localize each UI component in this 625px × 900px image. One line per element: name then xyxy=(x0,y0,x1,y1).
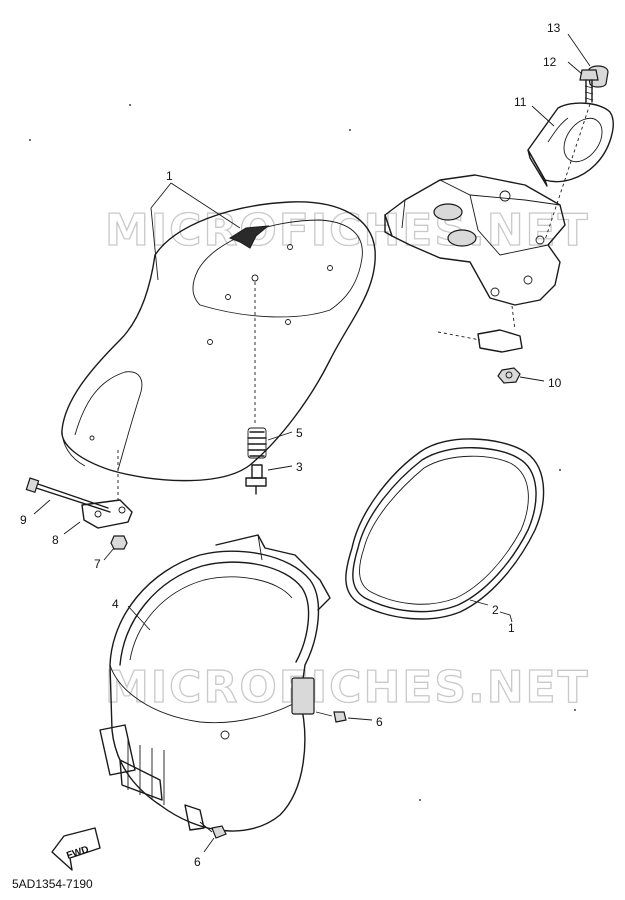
callout-13: 13 xyxy=(547,21,561,35)
leader-6-lower xyxy=(203,837,215,853)
callout-2-sub: 1 xyxy=(508,621,515,635)
leader-3 xyxy=(267,465,293,471)
watermark-bottom: MICROFICHES.NET xyxy=(105,662,590,713)
callout-3: 3 xyxy=(296,460,303,474)
callout-10: 10 xyxy=(548,376,562,390)
seat xyxy=(61,201,376,482)
leader-4 xyxy=(267,431,293,441)
screw-6-lower xyxy=(199,821,227,839)
damper xyxy=(245,464,267,495)
leader-1 xyxy=(150,182,241,281)
spring xyxy=(247,427,267,459)
leader-13 xyxy=(567,33,591,67)
bracket-2-1 xyxy=(499,611,513,623)
seal-ring xyxy=(345,438,545,620)
bolt-12 xyxy=(579,69,599,103)
leader-11 xyxy=(531,105,555,127)
callout-11: 11 xyxy=(514,95,527,109)
leader-12 xyxy=(567,61,583,75)
callout-1: 1 xyxy=(166,169,173,183)
leader-6-upper xyxy=(347,717,373,721)
lock-cable xyxy=(437,305,523,353)
leader-7 xyxy=(103,547,115,561)
nut-10 xyxy=(497,367,521,384)
callout-8: 8 xyxy=(52,533,59,547)
callout-9: 9 xyxy=(20,513,27,527)
scan-dust xyxy=(29,104,576,801)
hinge-nut xyxy=(110,535,128,550)
watermark-top: MICROFICHES.NET xyxy=(105,205,590,256)
leader-10 xyxy=(519,376,545,382)
leader-9 xyxy=(33,499,51,515)
callout-6-upper: 6 xyxy=(376,715,383,729)
callout-12: 12 xyxy=(543,55,557,69)
screw-6-upper xyxy=(315,711,347,723)
callout-4: 5 xyxy=(296,426,303,440)
plate-11 xyxy=(527,102,614,187)
fwd-arrow-icon: FWD xyxy=(51,827,101,871)
callout-5: 4 xyxy=(112,597,119,611)
hinge-bolt xyxy=(25,477,111,513)
callout-7: 7 xyxy=(94,557,101,571)
storage-box xyxy=(99,534,331,832)
leader-8 xyxy=(63,521,81,535)
fwd-label: FWD xyxy=(65,844,90,862)
leader-5 xyxy=(127,605,151,631)
seat-lock-bracket xyxy=(384,174,566,306)
callout-6-lower: 6 xyxy=(194,855,201,869)
diagram-code: 5AD1354-7190 xyxy=(12,877,93,891)
hinge-bracket xyxy=(81,499,133,529)
callout-2: 2 xyxy=(492,603,499,617)
leader-2 xyxy=(469,599,489,606)
